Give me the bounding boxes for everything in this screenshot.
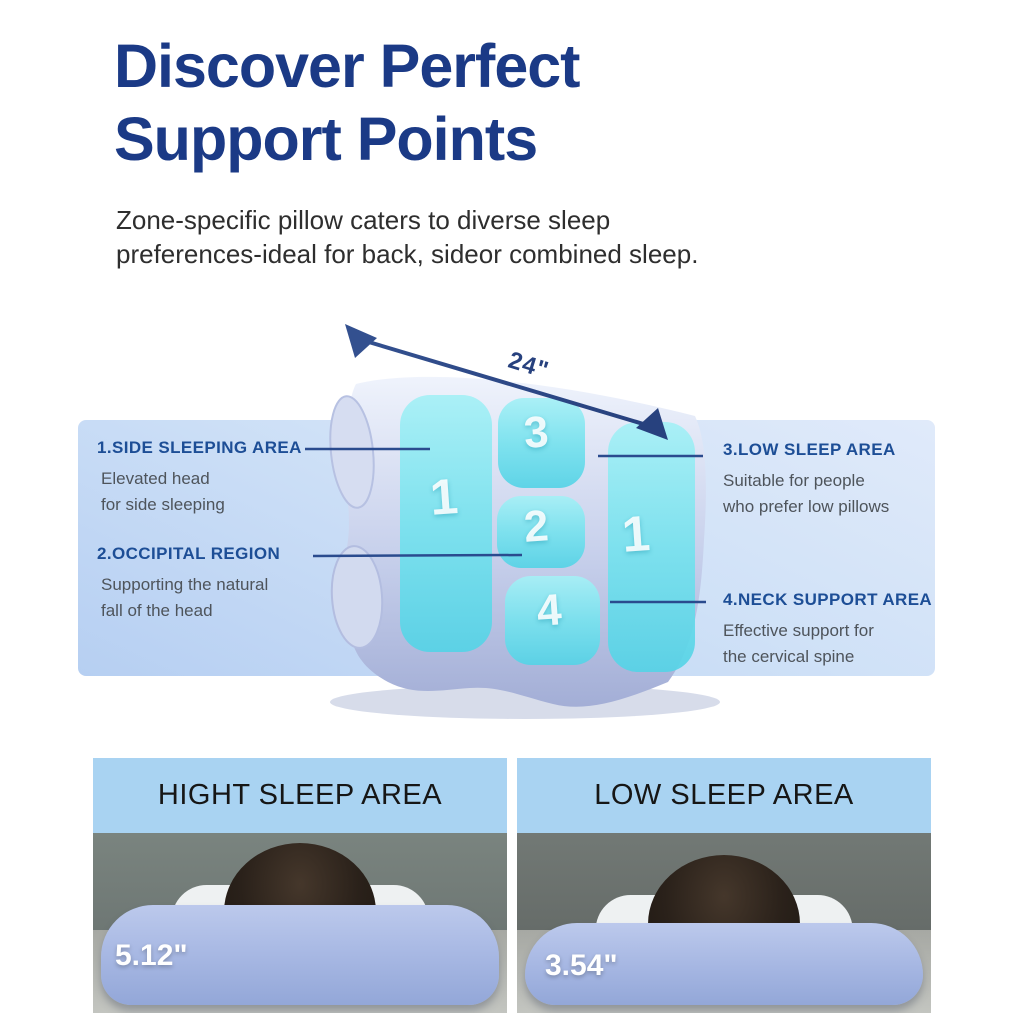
card-header-high: HIGHT SLEEP AREA	[93, 758, 507, 833]
comparison-card-low: LOW SLEEP AREA 3.54"	[517, 758, 931, 1013]
zone-number-4: 4	[535, 585, 564, 636]
zone3-desc: Suitable for people who prefer low pillo…	[723, 468, 889, 521]
page-title-line2: Support Points	[114, 105, 538, 174]
comparison-section: HIGHT SLEEP AREA 5.12" LOW SLEEP AREA 3.…	[93, 758, 931, 1013]
zone2-title: 2.OCCIPITAL REGION	[97, 544, 281, 563]
zone2-desc: Supporting the natural fall of the head	[101, 572, 268, 625]
page-subtitle-line2: preferences-ideal for back, sideor combi…	[116, 238, 699, 269]
zone-number-3: 3	[522, 407, 551, 458]
zone1-desc: Elevated head for side sleeping	[101, 466, 225, 519]
zone1-title: 1.SIDE SLEEPING AREA	[97, 438, 302, 457]
zone4-title: 4.NECK SUPPORT AREA	[723, 590, 933, 609]
card-header-low: LOW SLEEP AREA	[517, 758, 931, 833]
measurement-arrowhead-right	[636, 408, 668, 440]
zone4-desc-line2: the cervical spine	[723, 647, 855, 667]
zone3-title: 3.LOW SLEEP AREA	[723, 440, 896, 459]
measurement-arrow-shaft	[361, 338, 651, 428]
page-title: Discover Perfect Support Points	[114, 30, 580, 176]
pillow-side-roll-bottom	[330, 545, 384, 649]
zone-side-sleeping-right	[608, 422, 695, 672]
zone2-desc-line1: Supporting the natural	[101, 575, 269, 594]
zone4-desc-line1: Effective support for	[723, 621, 874, 640]
card-photo-high: 5.12"	[93, 833, 507, 1013]
zone-number-2: 2	[522, 501, 551, 552]
zone-occipital	[497, 496, 585, 568]
zone4-desc: Effective support for the cervical spine	[723, 618, 874, 671]
measurement-arrowhead-left	[345, 324, 377, 358]
zone-number-left-1: 1	[428, 468, 460, 526]
zone3-desc-line1: Suitable for people	[723, 471, 865, 490]
zone-neck-support	[505, 576, 600, 665]
photo-pillow-low	[525, 923, 923, 1005]
zone-low-sleep	[498, 398, 585, 488]
page-subtitle: Zone-specific pillow caters to diverse s…	[116, 204, 698, 272]
zone-number-right-1: 1	[620, 505, 652, 563]
pillow-illustration	[305, 324, 720, 719]
page-title-line1: Discover Perfect	[114, 32, 580, 100]
zone1-desc-line1: Elevated head	[101, 469, 210, 488]
photo-pillow-high	[101, 905, 499, 1005]
pillow-zone-diagram: 24" 1 3 2 4 1 1.SIDE SLEEPING AREA Eleva…	[0, 300, 1024, 740]
card-photo-low: 3.54"	[517, 833, 931, 1013]
height-label-high: 5.12"	[115, 939, 188, 972]
zone-side-sleeping-left	[400, 395, 492, 652]
height-label-low: 3.54"	[545, 949, 618, 982]
zone3-desc-line2: who prefer low pillows	[723, 497, 890, 517]
leader-line-zone2	[312, 553, 523, 558]
zone2-desc-line2: fall of the head	[101, 601, 213, 621]
page-subtitle-line1: Zone-specific pillow caters to diverse s…	[116, 205, 611, 235]
comparison-card-high: HIGHT SLEEP AREA 5.12"	[93, 758, 507, 1013]
zone1-desc-line2: for side sleeping	[101, 495, 225, 515]
